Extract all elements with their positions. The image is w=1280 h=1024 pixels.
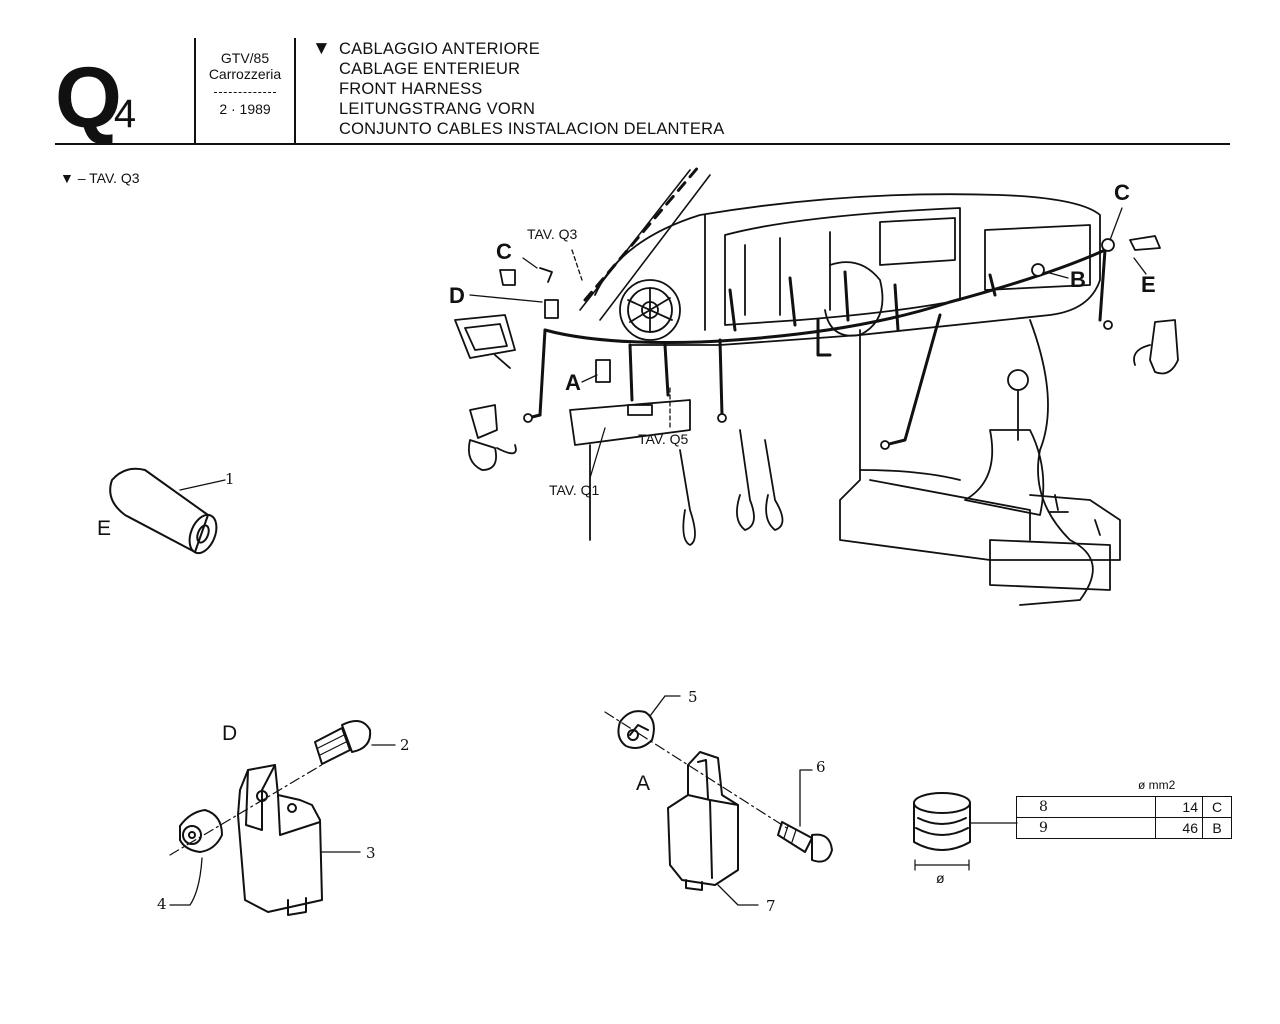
part-number-2: 2 <box>400 736 410 754</box>
row-letter: C <box>1202 796 1232 818</box>
right-components <box>1129 235 1179 375</box>
diameter-symbol: ø <box>936 870 945 886</box>
sheet-code: Q4 <box>55 55 136 141</box>
edition-date: 2 · 1989 <box>219 101 271 117</box>
sheet-code-number: 4 <box>113 92 137 136</box>
callout-tav-q1: TAV. Q1 <box>549 482 600 498</box>
title-marker: ▼ <box>312 38 331 59</box>
detail-label-a: A <box>636 772 651 795</box>
main-callout-leaders <box>469 207 1147 479</box>
mirror-and-motor <box>454 267 559 471</box>
callout-tav-q3: TAV. Q3 <box>527 226 578 242</box>
detail-d-relay <box>169 720 396 916</box>
part-number-3: 3 <box>366 844 376 862</box>
callout-a: A <box>565 370 581 395</box>
model-name: GTV/85 <box>220 50 270 66</box>
title-en: FRONT HARNESS <box>339 80 483 98</box>
title-it: CABLAGGIO ANTERIORE <box>339 40 540 58</box>
dashboard-outline <box>569 193 1121 606</box>
title-fr: CABLAGE ENTERIEUR <box>339 60 521 78</box>
part-letter-e: E <box>97 517 112 540</box>
callout-d: D <box>449 283 465 308</box>
part-number-6: 6 <box>816 758 826 776</box>
model-box: GTV/85 Carrozzeria 2 · 1989 <box>194 38 296 144</box>
size-unit-label: ø mm2 <box>1138 778 1176 792</box>
row-ref: 9 <box>1016 817 1156 839</box>
table-row: 8 14 C <box>1016 796 1232 818</box>
grommet-size-table: 8 14 C 9 46 B <box>1016 796 1232 839</box>
section-name: Carrozzeria <box>208 66 282 82</box>
part-number-5: 5 <box>688 688 698 706</box>
callout-c-right: C <box>1114 180 1130 205</box>
detail-a-relay <box>604 695 833 906</box>
callout-e-top: E <box>1141 272 1156 297</box>
table-row: 9 46 B <box>1016 817 1232 839</box>
row-letter: B <box>1202 817 1232 839</box>
windshield-pillar <box>579 163 711 321</box>
row-size: 14 <box>1155 796 1203 818</box>
detail-label-d: D <box>222 722 238 745</box>
sheet-code-letter: Q <box>55 50 122 146</box>
reference-note: ▼ – TAV. Q3 <box>60 170 140 186</box>
callout-b: B <box>1070 267 1086 292</box>
sleeve-part <box>109 467 226 555</box>
header-rule <box>55 143 1230 145</box>
title-block: CABLAGGIO ANTERIORE CABLAGE ENTERIEUR FR… <box>339 39 724 139</box>
row-ref: 8 <box>1016 796 1156 818</box>
title-es: CONJUNTO CABLES INSTALACION DELANTERA <box>339 120 725 138</box>
part-number-7: 7 <box>766 897 776 915</box>
title-de: LEITUNGSTRANG VORN <box>339 100 536 118</box>
callout-c-left: C <box>496 239 512 264</box>
part-number-1: 1 <box>225 470 235 488</box>
harness-connectors <box>523 238 1115 450</box>
callout-tav-q5: TAV. Q5 <box>638 431 689 447</box>
model-divider <box>214 92 276 93</box>
row-size: 46 <box>1155 817 1203 839</box>
grommet-part <box>913 792 1018 871</box>
part-number-4: 4 <box>157 895 167 913</box>
